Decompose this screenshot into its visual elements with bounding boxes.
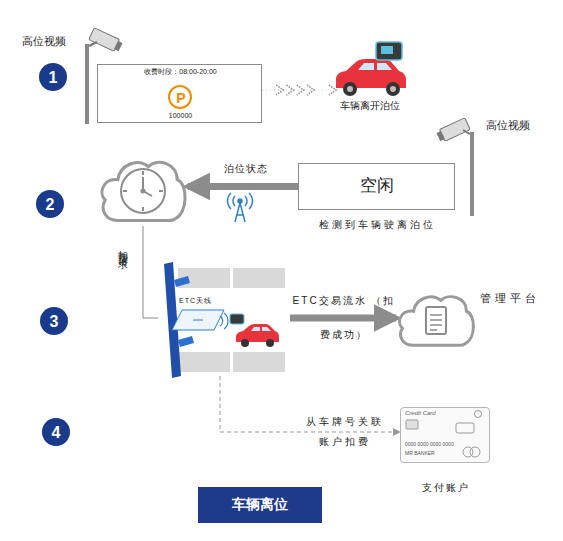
- node-text: MR BANKER: [405, 450, 435, 456]
- cloud-outline: [396, 288, 476, 350]
- node-text: 100000: [98, 112, 263, 120]
- connector-layer: [143, 90, 400, 432]
- status-box: 空闲检测到车辆驶离泊位: [298, 163, 455, 210]
- card-art: [400, 407, 490, 463]
- node-text: 支付账户: [401, 482, 491, 494]
- camera-pole: [85, 28, 123, 124]
- car-body: [236, 324, 279, 342]
- edge-label: ETC交易流水 （扣费成功）: [290, 284, 398, 352]
- car-wheel: [241, 339, 249, 347]
- car-window: [377, 63, 392, 70]
- edge-label: 从车牌号关联 账户扣费: [300, 412, 390, 452]
- road-lane: [233, 352, 285, 372]
- camera-pole: [470, 132, 474, 216]
- car-window: [358, 63, 374, 70]
- node-text: 2: [36, 195, 64, 214]
- clock-pin: [142, 190, 145, 193]
- cloud-outline: [102, 162, 185, 220]
- gantry-camera: [178, 336, 194, 347]
- step-number: 1: [39, 63, 67, 91]
- camera-label: 高位视频: [22, 35, 66, 48]
- clock-ticks: [123, 171, 163, 211]
- node-text: 车辆离开泊位: [325, 100, 415, 112]
- node-text: 收费时段：08:00-20:00: [98, 68, 263, 76]
- camera-lens: [114, 41, 122, 51]
- node-text: 管理平台: [480, 292, 540, 305]
- node-text: 空闲: [299, 176, 454, 196]
- car-icon: [336, 42, 406, 96]
- camera-label: 高位视频: [486, 119, 530, 132]
- car-hub: [347, 86, 353, 92]
- connector: [143, 226, 158, 318]
- car-wheel: [266, 339, 274, 347]
- step-number: 2: [36, 190, 64, 218]
- node-text: 4: [42, 423, 70, 442]
- tower-waves: [228, 193, 253, 209]
- card-logo: [475, 411, 482, 418]
- antenna-plate: [172, 310, 224, 330]
- card-chip: [406, 420, 418, 429]
- clock-icon: [121, 169, 165, 213]
- car-window: [251, 327, 271, 331]
- node-text: 检测到车辆驶离泊位: [287, 219, 468, 231]
- cloud-outline: [98, 152, 188, 226]
- node-text: 0000 0000 0000 0000: [405, 441, 454, 447]
- car-wheel: [386, 82, 400, 96]
- node-text: Credit Card: [405, 410, 436, 417]
- edge-label: 泊位状态: [214, 163, 278, 175]
- document-lines: [430, 315, 442, 330]
- signal-tower: [228, 193, 253, 222]
- signal-waves: [220, 313, 228, 329]
- status-cloud: [98, 152, 188, 226]
- road-lane: [178, 352, 230, 372]
- document-sheet: [426, 307, 446, 334]
- etc-scene: [164, 262, 285, 378]
- camera-head: [436, 118, 470, 143]
- stage-banner: 车辆离位: [198, 487, 322, 523]
- payment-card: Credit Card0000 0000 0000 0000MR BANKER支…: [400, 407, 490, 463]
- edge-label: 扣费请求: [116, 242, 128, 254]
- connector: [262, 90, 333, 91]
- etc-screen: [381, 46, 393, 54]
- camera-lens: [437, 131, 445, 141]
- cloud-outline: [400, 297, 474, 346]
- node-text: 车辆离位: [198, 496, 322, 513]
- connector: [188, 183, 298, 190]
- car-wheel: [343, 82, 357, 96]
- car-hub: [390, 86, 396, 92]
- etc-device: [230, 314, 244, 324]
- tower-legs: [235, 203, 245, 222]
- node-text: 1: [39, 68, 67, 87]
- document-icon: [426, 307, 446, 334]
- connector: [290, 315, 396, 322]
- camera-bracket: [463, 130, 470, 134]
- tariff-panel: 收费时段：08:00-20:00 100000 P: [97, 64, 262, 123]
- camera-bracket: [89, 42, 97, 46]
- etc-device: [376, 42, 402, 60]
- antenna-line: [193, 320, 203, 321]
- clock-hands: [143, 177, 152, 196]
- tower-top: [238, 199, 242, 203]
- card-brand: [470, 447, 480, 457]
- parking-icon: P: [168, 85, 192, 109]
- camera-pole: [85, 44, 89, 124]
- step-number: 4: [42, 418, 70, 446]
- clock-face: [121, 169, 165, 213]
- platform-cloud: 管理平台: [396, 288, 476, 350]
- step-number: 3: [40, 307, 68, 335]
- etc-gantry: ETC天线: [158, 262, 290, 376]
- card-logo: [456, 423, 474, 433]
- node-text: 3: [40, 312, 68, 331]
- node-text: P: [170, 90, 192, 107]
- road-lane: [233, 268, 285, 288]
- vehicle-icon: 车辆离开泊位: [333, 40, 407, 96]
- card-face: [400, 407, 490, 463]
- gantry-camera: [174, 276, 190, 287]
- camera-head: [89, 28, 123, 53]
- node-text: ETC天线: [179, 297, 212, 305]
